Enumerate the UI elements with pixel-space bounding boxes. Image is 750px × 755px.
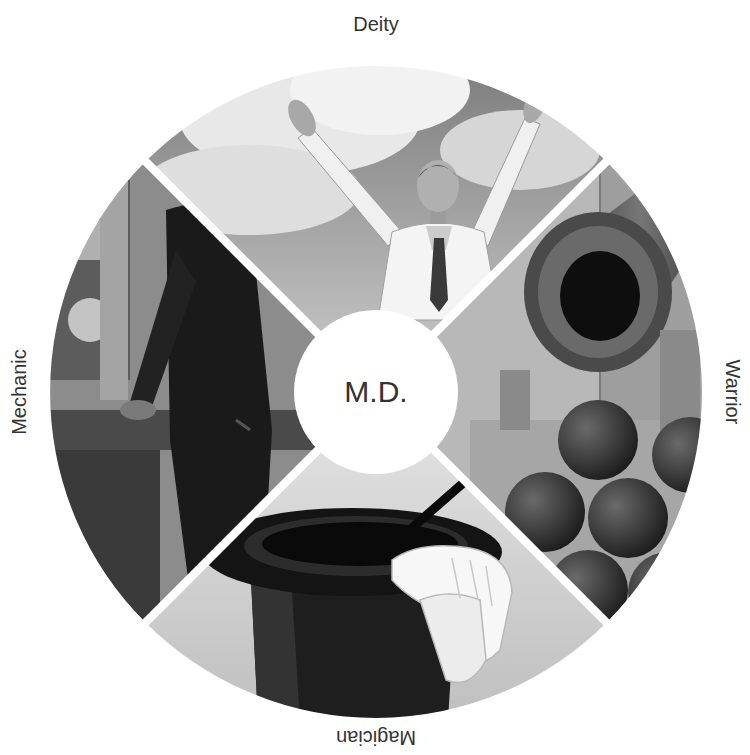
wedge-border [46,159,376,626]
mechanic-photo [30,130,350,670]
wedge-border [143,62,610,392]
quadrant-label: Magician [336,726,416,750]
center-circle: M.D. [294,310,458,474]
quadrant-label: Warrior [721,360,745,425]
center-label: M.D. [344,375,407,409]
quadrant-label: Deity [353,12,399,36]
wedge-border [376,159,706,626]
wedge-border [143,392,610,722]
quadrant-label: Mechanic [7,349,31,435]
